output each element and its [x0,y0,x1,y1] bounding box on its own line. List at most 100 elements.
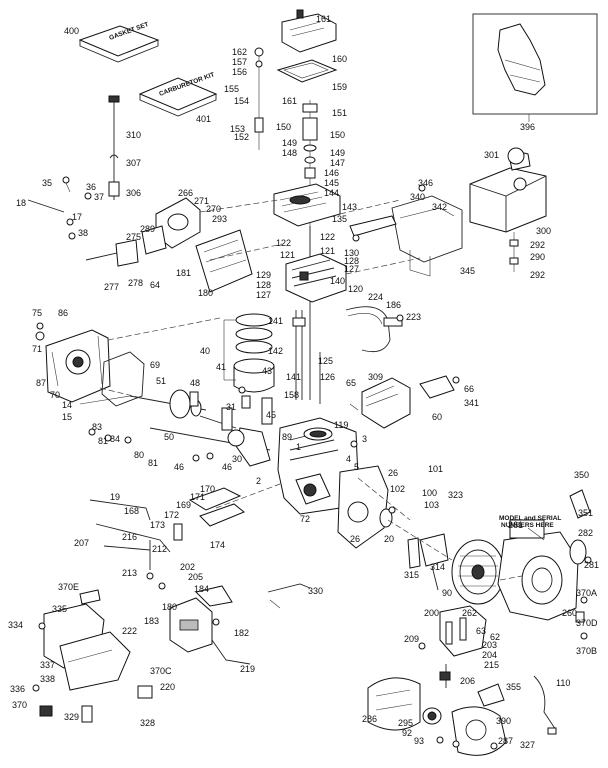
callout-350: 350 [574,470,589,480]
callout-207: 207 [74,538,89,548]
callout-213: 213 [122,568,137,578]
callout-122b: 122 [320,232,335,242]
callout-152: 152 [234,132,249,142]
callout-182: 182 [234,628,249,638]
callout-172: 172 [164,510,179,520]
tappets [189,391,251,409]
callout-labels: 161 162 157 156 160 159 155 154 161 151 … [8,14,599,750]
callout-35: 35 [42,178,52,188]
callout-147: 147 [330,158,345,168]
callout-162: 162 [232,47,247,57]
callout-64: 64 [150,280,160,290]
callout-37: 37 [94,192,104,202]
carburetor-body [137,585,251,699]
callout-62: 62 [490,632,500,642]
callout-103: 103 [424,500,439,510]
callout-275: 275 [126,232,141,242]
callout-155: 155 [224,84,239,94]
callout-215: 215 [484,660,499,670]
callout-122: 122 [276,238,291,248]
callout-174: 174 [210,540,225,550]
callout-4: 4 [346,454,351,464]
callout-401: 401 [196,114,211,124]
callout-216: 216 [122,532,137,542]
flywheel [451,539,505,605]
callout-335: 335 [52,604,67,614]
callout-159: 159 [332,82,347,92]
callout-60: 60 [432,412,442,422]
callout-17: 17 [72,212,82,222]
callout-125: 125 [318,356,333,366]
callout-330: 330 [308,586,323,596]
callout-340: 340 [410,192,425,202]
callout-45: 45 [266,410,276,420]
crankcase-cover [35,322,111,403]
callout-100: 100 [422,488,437,498]
callout-130: 130 [344,248,359,258]
air-cleaner-housing [32,589,131,723]
callout-75: 75 [32,308,42,318]
camshaft [79,389,207,419]
callout-219: 219 [240,664,255,674]
callout-184: 184 [194,584,209,594]
callout-329: 329 [64,712,79,722]
callout-144: 144 [324,188,339,198]
callout-81b: 81 [148,458,158,468]
push-rods [292,310,321,404]
svg-text:NUMBERS HERE: NUMBERS HERE [501,522,554,529]
callout-200: 200 [424,608,439,618]
callout-156: 156 [232,67,247,77]
callout-154: 154 [234,96,249,106]
starter-assembly [439,605,487,688]
assembly-lines [99,199,523,581]
callout-51: 51 [156,376,166,386]
callout-86: 86 [58,308,68,318]
callout-160: 160 [332,54,347,64]
muffler [349,375,455,429]
callout-40: 40 [200,346,210,356]
ignition-coil [407,533,449,591]
callout-46: 46 [174,462,184,472]
callout-370A: 370A [576,588,597,598]
cylinder-block [277,417,359,515]
callout-90: 90 [442,588,452,598]
fuel-line [345,306,403,353]
callout-146: 146 [324,168,339,178]
callout-14: 14 [62,400,72,410]
callout-310: 310 [126,130,141,140]
callout-83: 83 [92,422,102,432]
callout-70: 70 [50,390,60,400]
callout-15: 15 [62,412,72,422]
callout-71: 71 [32,344,42,354]
callout-66: 66 [464,384,474,394]
callout-19: 19 [110,492,120,502]
callout-161: 161 [316,14,331,24]
callout-171: 171 [190,492,205,502]
callout-126: 126 [320,372,335,382]
callout-18: 18 [16,198,26,208]
callout-334: 334 [8,620,23,630]
blower-housing: MODEL and SERIAL NUMBERS HERE [497,515,579,621]
callout-266: 266 [178,188,193,198]
callout-290: 290 [530,252,545,262]
callout-127b: 127 [256,290,271,300]
callout-287: 287 [498,736,513,746]
callout-306: 306 [126,188,141,198]
callout-48: 48 [190,378,200,388]
callout-2: 2 [256,476,261,486]
callout-212: 212 [152,544,167,554]
callout-63: 63 [476,626,486,636]
callout-202: 202 [180,562,195,572]
callout-336: 336 [10,684,25,694]
callout-337: 337 [40,660,55,670]
svg-text:MODEL and SERIAL: MODEL and SERIAL [499,515,561,522]
callout-5: 5 [354,462,359,472]
callout-396: 396 [520,122,535,132]
callout-390: 390 [496,716,511,726]
callout-101: 101 [428,464,443,474]
callout-295: 295 [398,718,413,728]
callout-169: 169 [176,500,191,510]
callout-69: 69 [150,360,160,370]
air-filter-plate [195,229,253,293]
